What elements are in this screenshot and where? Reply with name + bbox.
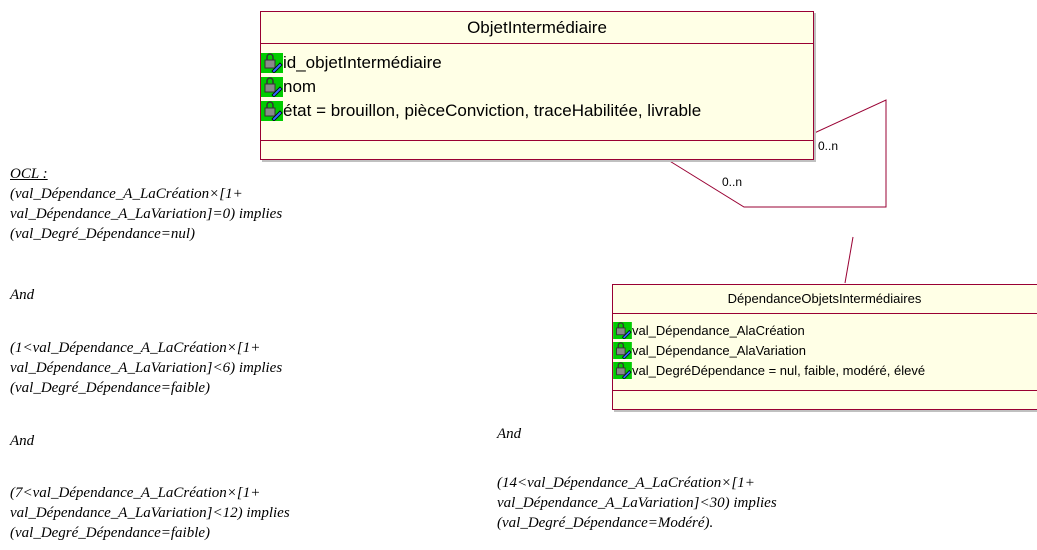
attribute-label: id_objetIntermédiaire [283,53,442,72]
attribute-row: val_Dépendance_AlaCréation [613,320,1037,340]
class-operations [613,391,1037,410]
class-objet-intermediaire[interactable]: ObjetIntermédiaire id_objetIntermédiaire… [260,11,814,160]
attribute-label: val_DegréDépendance = nul, faible, modér… [632,362,926,378]
lock-key-icon [613,341,632,359]
lock-key-icon [613,361,632,379]
attribute-row: val_DegréDépendance = nul, faible, modér… [613,360,1037,380]
lock-key-icon [261,53,283,74]
class-attributes: val_Dépendance_AlaCréation val_Dépendanc… [613,314,1037,391]
ocl-and-2: And [10,433,35,449]
ocl-rule-4: (14<val_Dépendance_A_LaCréation×[1+ val_… [497,475,777,531]
attribute-row: id_objetIntermédiaire [261,51,813,75]
class-title: DépendanceObjetsIntermédiaires [613,285,1037,314]
ocl-rule-2: (1<val_Dépendance_A_LaCréation×[1+ val_D… [10,340,283,396]
association-line-dependance [844,236,854,284]
class-title: ObjetIntermédiaire [261,12,813,44]
attribute-row: val_Dépendance_AlaVariation [613,340,1037,360]
class-operations [261,141,813,160]
ocl-rule-3: (7<val_Dépendance_A_LaCréation×[1+ val_D… [10,485,290,541]
multiplicity-bottom: 0..n [722,175,743,189]
lock-key-icon [613,321,632,339]
lock-key-icon [261,101,283,122]
attribute-label: état = brouillon, pièceConviction, trace… [283,101,702,120]
attribute-label: val_Dépendance_AlaVariation [632,342,806,358]
class-dependance-objets[interactable]: DépendanceObjetsIntermédiaires val_Dépen… [612,284,1037,410]
lock-key-icon [261,77,283,98]
multiplicity-right: 0..n [818,139,839,153]
attribute-row: nom [261,75,813,99]
ocl-and-3: And [497,426,522,442]
ocl-rule-1: (val_Dépendance_A_LaCréation×[1+ val_Dép… [10,186,283,242]
attribute-label: nom [283,77,317,96]
class-attributes: id_objetIntermédiaire nom état = brouill… [261,44,813,141]
attribute-label: val_Dépendance_AlaCréation [632,322,805,338]
ocl-title: OCL : [10,166,48,182]
attribute-row: état = brouillon, pièceConviction, trace… [261,99,813,123]
association-line-self [667,99,887,208]
ocl-and-1: And [10,287,35,303]
